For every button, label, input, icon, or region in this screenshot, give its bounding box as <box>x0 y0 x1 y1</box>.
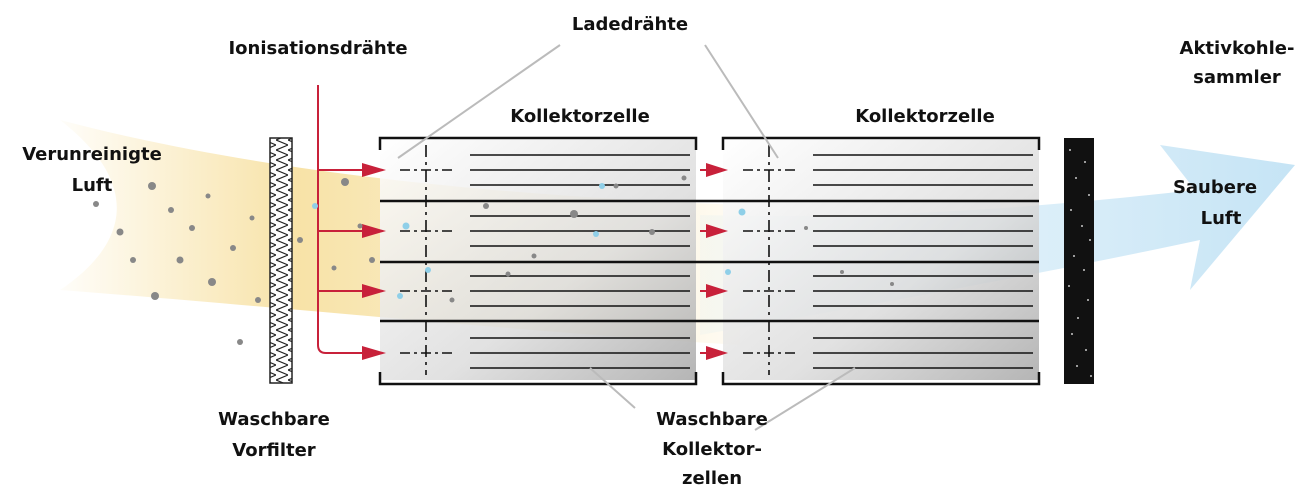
label-activated-carbon-line1: Aktivkohle- <box>1180 38 1295 59</box>
label-activated-carbon-line2: sammler <box>1193 67 1281 88</box>
label-washable-prefilter-line2: Vorfilter <box>232 440 316 461</box>
ionisation-arrowheads <box>362 163 728 360</box>
label-washable-collector-cells-line3: zellen <box>682 468 742 489</box>
collector-cell-2-body <box>723 140 1039 380</box>
label-polluted-air-line2: Luft <box>72 175 113 196</box>
label-washable-collector-cells-line2: Kollektor- <box>662 439 762 460</box>
charged-particles <box>312 183 746 299</box>
label-clean-air-line2: Luft <box>1201 208 1242 229</box>
collector-cell-1-body <box>380 140 696 380</box>
label-collector-cell-1: Kollektorzelle <box>510 106 650 127</box>
label-clean-air-line1: Saubere <box>1173 177 1257 198</box>
label-washable-collector-cells-line1: Waschbare <box>656 409 768 430</box>
label-charging-wires: Ladedrähte <box>572 14 688 35</box>
label-washable-prefilter-line1: Waschbare <box>218 409 330 430</box>
cell-dividers <box>380 199 1039 323</box>
label-polluted-air-line1: Verunreinigte <box>22 144 162 165</box>
washable-prefilter <box>269 137 293 384</box>
label-collector-cell-2: Kollektorzelle <box>855 106 995 127</box>
cell-brackets <box>378 136 1041 386</box>
activated-carbon-collector <box>1064 138 1094 384</box>
pollutant-particles <box>93 175 894 345</box>
carbon-speckles <box>1068 149 1092 377</box>
charging-wires <box>400 145 795 375</box>
leader-lines <box>397 44 856 431</box>
label-ionisation-wires: Ionisationsdrähte <box>228 38 407 59</box>
